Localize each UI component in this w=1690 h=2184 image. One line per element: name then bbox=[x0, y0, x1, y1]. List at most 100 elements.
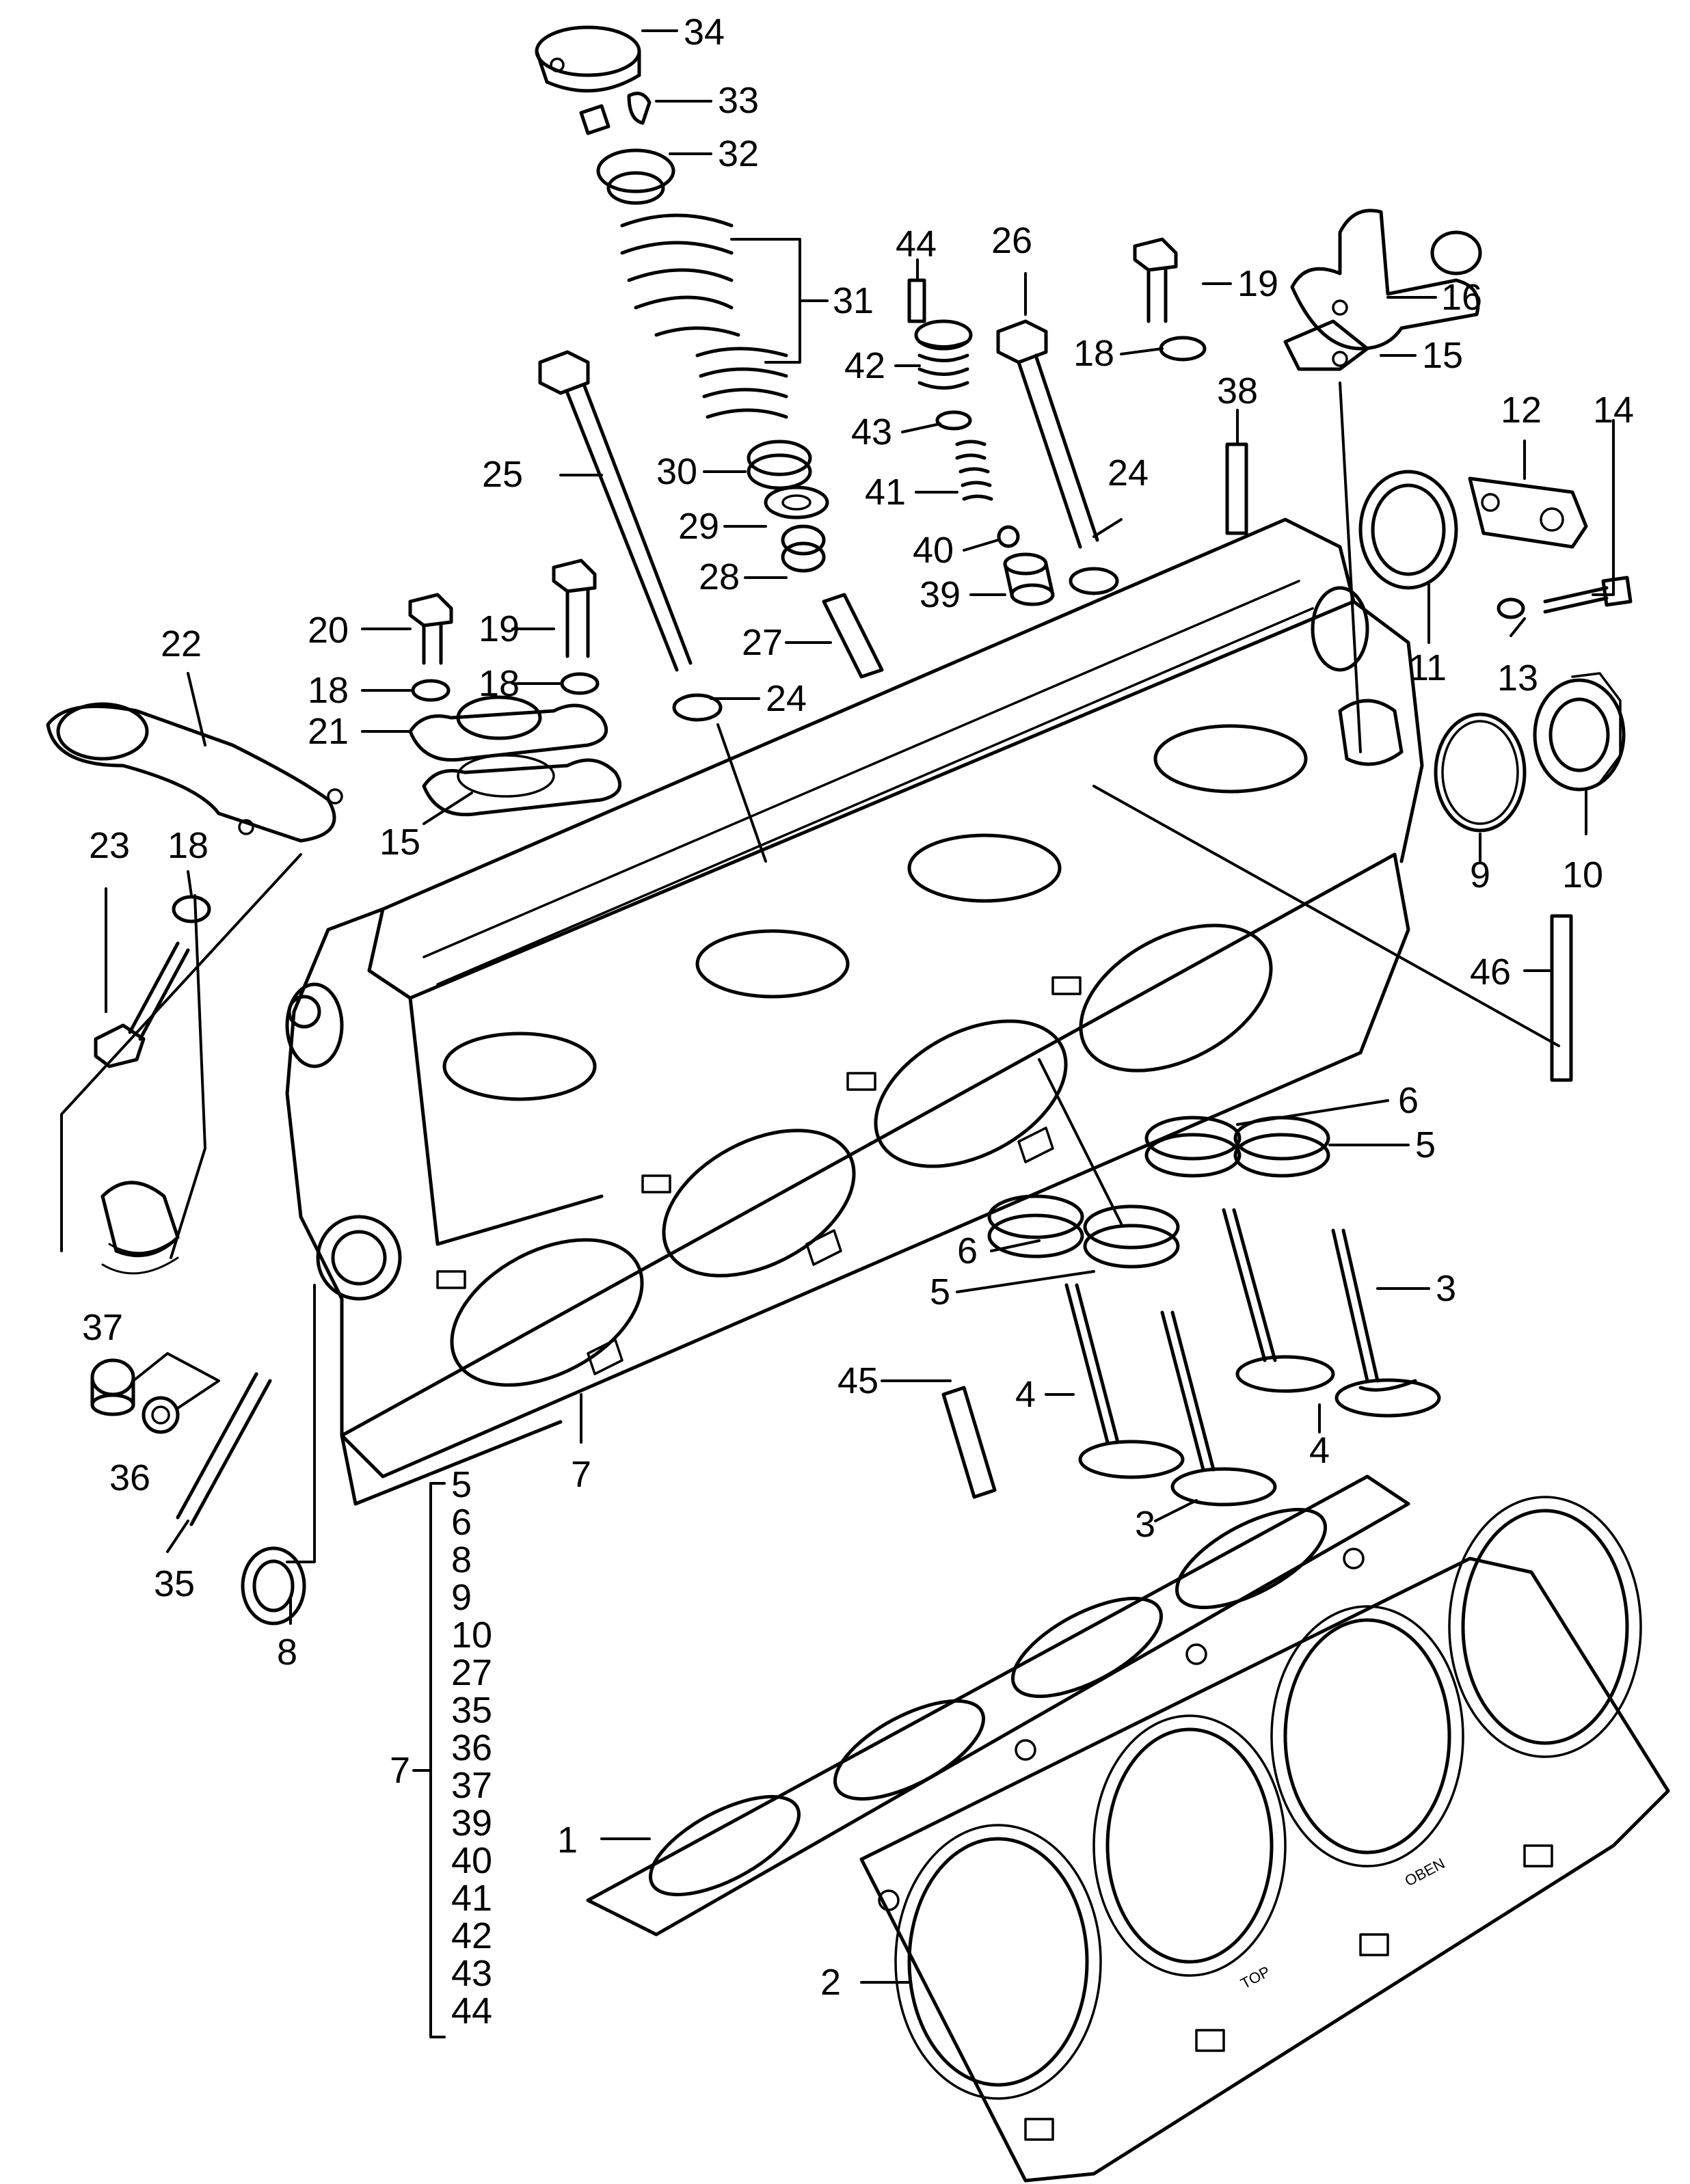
gasket-top-mark: TOP bbox=[1238, 1963, 1273, 1992]
callout-13: 13 bbox=[1497, 658, 1538, 699]
washer-24-right bbox=[1069, 567, 1119, 595]
valve-stem-seal-28 bbox=[781, 524, 826, 573]
callout-18-right: 18 bbox=[1073, 333, 1114, 374]
bolt-23 bbox=[94, 941, 190, 1068]
valve-4-right bbox=[1222, 1208, 1335, 1393]
gasket-15-top bbox=[1283, 319, 1369, 371]
spring-retainer-32 bbox=[596, 148, 675, 205]
body-39 bbox=[1003, 552, 1055, 606]
bolt-19-left bbox=[552, 558, 597, 658]
spring-41 bbox=[955, 440, 993, 501]
bolt-14 bbox=[1543, 576, 1633, 614]
bolt-19-right bbox=[1133, 237, 1178, 323]
callout-24-right: 24 bbox=[1108, 453, 1149, 494]
stud-35 bbox=[176, 1372, 272, 1526]
spring-seat-29 bbox=[764, 485, 829, 520]
callout-10: 10 bbox=[1562, 854, 1603, 895]
valve-3-left bbox=[1160, 1310, 1277, 1507]
kit-item: 41 bbox=[451, 1878, 492, 1919]
washer-18-bracket bbox=[172, 895, 211, 924]
kit-parent-label: 7 bbox=[390, 1750, 410, 1791]
kit-bracket bbox=[412, 1482, 446, 2038]
gasket-15-left bbox=[422, 754, 622, 817]
kit-item: 27 bbox=[451, 1652, 492, 1693]
callout-28: 28 bbox=[699, 556, 740, 597]
dowel-pin-27 bbox=[822, 593, 884, 679]
callout-16: 16 bbox=[1441, 277, 1482, 318]
callout-43: 43 bbox=[851, 412, 892, 453]
seal-ring-11 bbox=[1358, 470, 1458, 590]
callout-44: 44 bbox=[896, 224, 937, 265]
oil-seal-8-upper bbox=[316, 1215, 402, 1301]
spring-seat-30 bbox=[747, 440, 812, 490]
callout-31: 31 bbox=[833, 280, 874, 321]
leader-lines bbox=[60, 29, 1615, 1984]
bracket-12 bbox=[1468, 476, 1588, 549]
callout-4-left: 4 bbox=[1015, 1374, 1036, 1415]
kit-item: 43 bbox=[451, 1953, 492, 1994]
kit-item: 6 bbox=[451, 1502, 472, 1543]
callout-35: 35 bbox=[154, 1563, 195, 1604]
callout-45: 45 bbox=[837, 1360, 878, 1401]
callout-18-left-b: 18 bbox=[479, 663, 520, 704]
callout-labels: 34 33 32 31 30 29 28 27 24 24 25 26 44 4… bbox=[82, 12, 1634, 2003]
callout-6-right: 6 bbox=[1398, 1080, 1419, 1121]
lifting-bracket-22 bbox=[46, 702, 343, 843]
callout-20: 20 bbox=[308, 610, 349, 651]
callout-21: 21 bbox=[308, 711, 349, 752]
valve-keepers-33 bbox=[579, 92, 652, 135]
callout-8: 8 bbox=[277, 1632, 297, 1673]
valve-seat-ring-5-left bbox=[1083, 1204, 1180, 1269]
cap-37 bbox=[90, 1358, 135, 1416]
callout-2: 2 bbox=[820, 1962, 841, 2003]
valve-seat-ring-6-right bbox=[1144, 1116, 1242, 1178]
callout-18-bracket: 18 bbox=[167, 825, 209, 866]
head-bolt-26 bbox=[996, 319, 1099, 549]
washer-18-left-b bbox=[560, 672, 600, 695]
callout-30: 30 bbox=[656, 451, 697, 492]
kit-item: 36 bbox=[451, 1727, 492, 1768]
callout-3-right: 3 bbox=[1436, 1268, 1456, 1309]
head-bolt-25 bbox=[538, 350, 693, 672]
callout-4-right: 4 bbox=[1309, 1430, 1330, 1471]
callout-34: 34 bbox=[684, 12, 725, 53]
washer-43 bbox=[935, 410, 972, 431]
cylinder-head bbox=[100, 517, 1424, 1506]
head-gasket-lower: TOP OBEN bbox=[859, 1496, 1670, 2183]
callout-5-left: 5 bbox=[930, 1271, 950, 1312]
callout-15-left: 15 bbox=[379, 822, 420, 863]
callout-39: 39 bbox=[920, 574, 961, 615]
stud-46 bbox=[1550, 914, 1573, 1082]
nut-36 bbox=[142, 1396, 180, 1434]
gasket-oben-mark: OBEN bbox=[1402, 1855, 1448, 1889]
valve-seat-ring-5-right bbox=[1233, 1116, 1330, 1178]
callout-32: 32 bbox=[718, 133, 759, 174]
callout-5-right: 5 bbox=[1415, 1124, 1436, 1165]
kit-item: 10 bbox=[451, 1615, 492, 1656]
ball-40 bbox=[997, 525, 1020, 548]
callout-14: 14 bbox=[1593, 390, 1634, 431]
head-gasket-upper bbox=[586, 1474, 1410, 1937]
callout-12: 12 bbox=[1501, 390, 1542, 431]
callout-26: 26 bbox=[991, 220, 1032, 261]
callout-25: 25 bbox=[482, 454, 523, 495]
callout-24-left: 24 bbox=[766, 678, 807, 719]
valve-seat-ring-6-left bbox=[987, 1194, 1084, 1258]
callout-41: 41 bbox=[865, 472, 906, 513]
kit-item: 40 bbox=[451, 1840, 492, 1881]
kit-item: 39 bbox=[451, 1803, 492, 1844]
callout-38: 38 bbox=[1217, 370, 1258, 412]
bolt-20 bbox=[408, 593, 453, 665]
kit-item: 9 bbox=[451, 1577, 472, 1618]
callout-36: 36 bbox=[109, 1457, 150, 1498]
washer-18-left-a bbox=[411, 679, 451, 702]
callout-9: 9 bbox=[1470, 854, 1490, 895]
pin-38 bbox=[1225, 442, 1248, 535]
callout-11: 11 bbox=[1408, 647, 1447, 688]
check-pin-44 bbox=[907, 278, 926, 323]
callout-40: 40 bbox=[913, 530, 954, 571]
callout-33: 33 bbox=[718, 80, 759, 121]
kit-item: 8 bbox=[451, 1539, 472, 1580]
kit-item: 35 bbox=[451, 1690, 492, 1731]
